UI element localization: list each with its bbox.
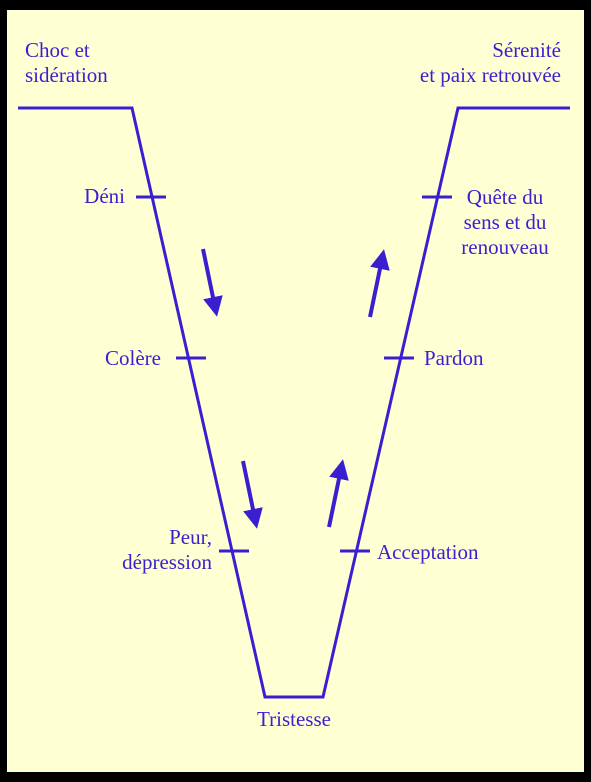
label-peur-line: Peur,: [169, 525, 212, 549]
label-colere: Colère: [105, 346, 161, 371]
label-deni-text: Déni: [84, 184, 125, 208]
label-choc: Choc et sidération: [25, 38, 108, 88]
label-quete-line: Quête du: [466, 185, 544, 209]
label-peur-line: dépression: [122, 550, 212, 574]
label-quete-line: renouveau: [461, 235, 549, 259]
label-acceptation-text: Acceptation: [377, 540, 479, 564]
arrow-down-icon: [201, 248, 223, 317]
arrow-up-icon: [368, 249, 390, 318]
label-colere-text: Colère: [105, 346, 161, 370]
label-deni: Déni: [84, 184, 125, 209]
label-serenite-line: Sérenité: [492, 38, 561, 62]
label-serenite-line: et paix retrouvée: [419, 63, 561, 87]
label-choc-line: Choc et: [25, 38, 90, 62]
label-pardon: Pardon: [424, 346, 484, 371]
label-quete-line: sens et du: [463, 210, 547, 234]
label-serenite: Sérenité et paix retrouvée: [420, 38, 561, 88]
label-acceptation: Acceptation: [377, 540, 478, 565]
arrow-down-icon: [241, 460, 263, 529]
label-quete: Quête du sens et du renouveau: [442, 185, 568, 260]
arrow-up-icon: [327, 459, 349, 528]
label-tristesse-text: Tristesse: [257, 707, 331, 731]
label-pardon-text: Pardon: [424, 346, 484, 370]
label-peur: Peur, dépression: [122, 525, 212, 575]
v-curve-line: [18, 106, 570, 699]
label-choc-line: sidération: [25, 63, 108, 87]
label-tristesse: Tristesse: [244, 707, 344, 732]
diagram-panel: [7, 10, 584, 772]
